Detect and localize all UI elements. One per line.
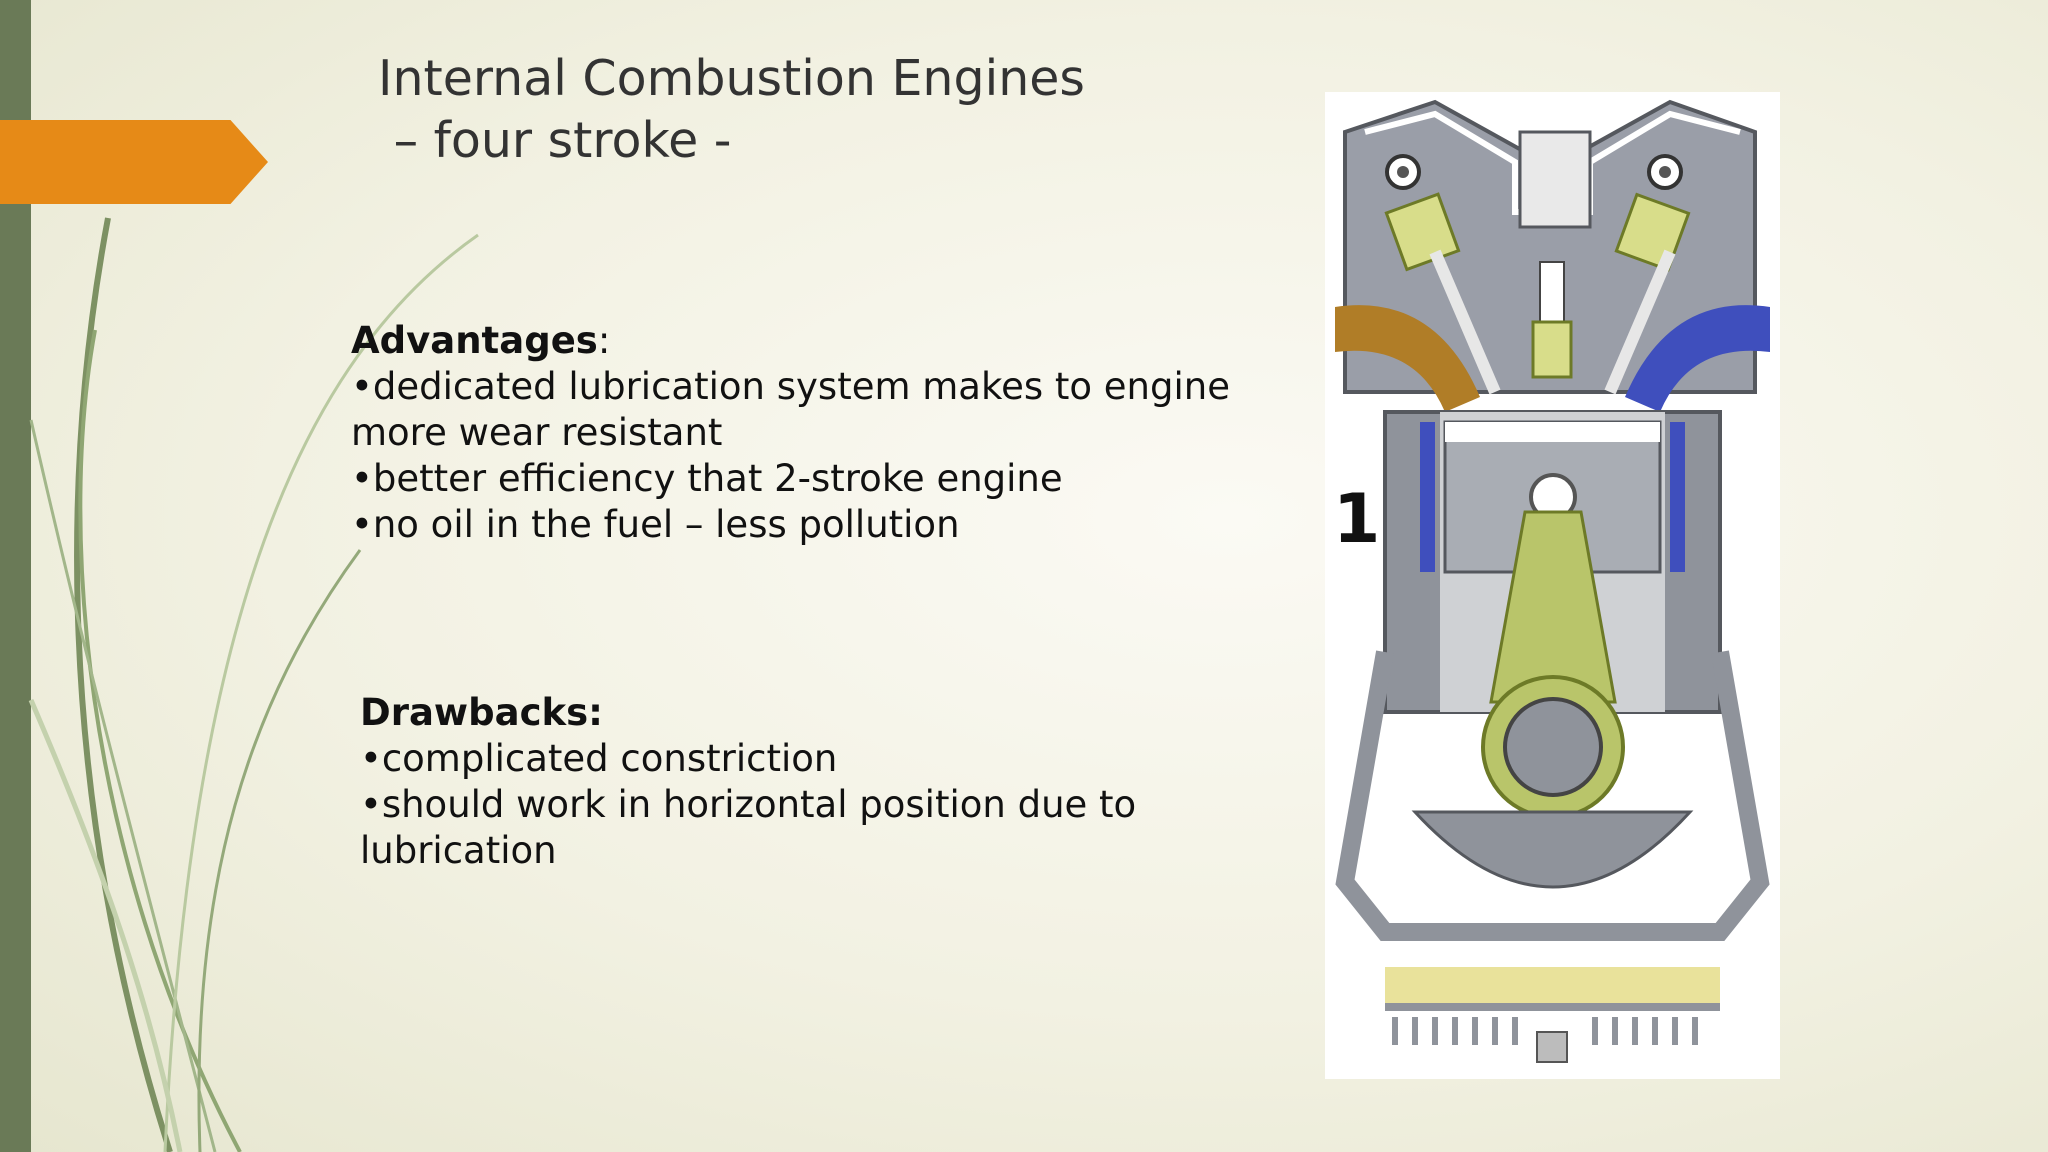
drawback-item: should work in horizontal position due t… bbox=[360, 782, 1240, 828]
advantages-heading-line: Advantages: bbox=[351, 318, 1231, 364]
drawbacks-heading: Drawbacks: bbox=[360, 691, 603, 734]
title-arrow-tab bbox=[0, 120, 268, 204]
engine-illustration: 1 bbox=[1333, 99, 1770, 1063]
advantage-item: no oil in the fuel – less pollution bbox=[351, 502, 1231, 548]
advantage-item: better efficiency that 2-stroke engine bbox=[351, 456, 1231, 502]
slide-title: Internal Combustion Engines – four strok… bbox=[378, 48, 1085, 172]
advantage-item-continuation: more wear resistant bbox=[351, 411, 723, 454]
advantages-colon: : bbox=[597, 319, 611, 362]
drawback-item-continuation: lubrication bbox=[360, 829, 557, 872]
drawbacks-section: Drawbacks: complicated constriction shou… bbox=[360, 690, 1240, 874]
engine-cross-section-image: 1 bbox=[1325, 92, 1780, 1079]
drawback-item: complicated constriction bbox=[360, 736, 1240, 782]
advantages-heading: Advantages bbox=[351, 319, 598, 362]
stroke-number-label: 1 bbox=[1333, 480, 1380, 559]
title-line-2: – four stroke - bbox=[378, 112, 732, 169]
advantages-section: Advantages: dedicated lubrication system… bbox=[351, 318, 1231, 548]
title-line-1: Internal Combustion Engines bbox=[378, 50, 1085, 107]
advantage-item: dedicated lubrication system makes to en… bbox=[351, 364, 1231, 410]
